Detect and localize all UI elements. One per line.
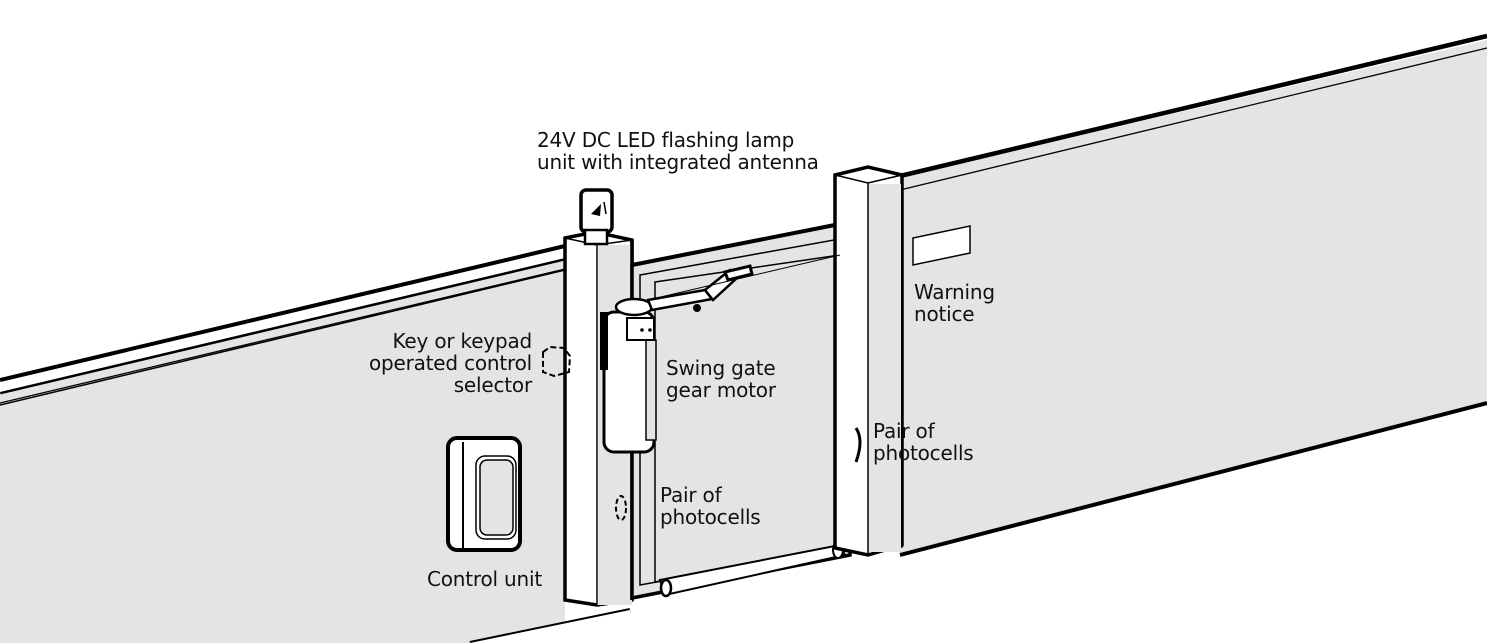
key-selector-label-line3: selector (453, 373, 532, 397)
photocells-right-label: Pair of photocells (873, 420, 974, 464)
right-wall (899, 33, 1487, 557)
photocells-right-label-line2: photocells (873, 441, 974, 465)
gear-motor-label-line1: Swing gate (666, 356, 776, 380)
flashing-lamp-label-line1: 24V DC LED flashing lamp (537, 128, 795, 152)
flashing-lamp-label-line2: unit with integrated antenna (537, 150, 819, 174)
warning-notice-label-line2: notice (914, 302, 975, 326)
left-wall (0, 244, 631, 643)
photocells-right-label-line1: Pair of (873, 419, 935, 443)
photocell-right (854, 427, 862, 463)
photocells-left-label: Pair of photocells (660, 484, 761, 528)
key-selector-label: Key or keypad operated control selector (360, 330, 532, 396)
key-selector-label-line2: operated control (368, 351, 532, 375)
control-unit-label: Control unit (427, 568, 542, 590)
key-selector-label-line1: Key or keypad (392, 329, 533, 353)
control-unit-label-line1: Control unit (427, 567, 543, 591)
gate-leaf (630, 219, 852, 601)
flashing-lamp (579, 188, 614, 246)
photocells-left-label-line2: photocells (660, 505, 761, 529)
right-pillar (833, 165, 904, 557)
warning-notice-label: Warning notice (914, 281, 995, 325)
warning-notice-plate (912, 225, 971, 266)
gear-motor-label-line2: gear motor (666, 378, 776, 402)
control-unit (446, 436, 522, 552)
key-selector (542, 345, 572, 378)
gear-motor (600, 254, 841, 454)
photocells-left-label-line1: Pair of (660, 483, 722, 507)
photocell-left (615, 495, 627, 521)
flashing-lamp-label: 24V DC LED flashing lamp unit with integ… (537, 129, 819, 173)
warning-notice-label-line1: Warning (914, 280, 995, 304)
gear-motor-label: Swing gate gear motor (666, 357, 776, 401)
